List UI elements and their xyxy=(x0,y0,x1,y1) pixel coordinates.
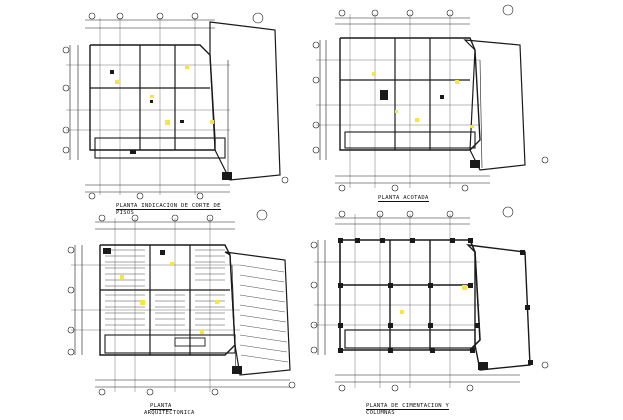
plan-title-top-left-line1: PLANTA INDICACION DE CORTE DE xyxy=(116,203,221,210)
plan-title-bottom-right-line1: PLANTA DE CIMENTACION Y xyxy=(366,403,450,410)
plan-title-top-left-line2: PISOS xyxy=(116,210,135,216)
plan-top-right-fill xyxy=(380,90,480,168)
plan-title-bottom-left-line2: ARQUITECTONICA xyxy=(144,410,195,416)
plan-bottom-right-columns xyxy=(338,238,533,370)
plan-top-right xyxy=(312,4,549,192)
plan-top-left-highlights xyxy=(115,65,214,125)
plan-bottom-left-hatch xyxy=(105,249,289,363)
plan-bottom-left-fill xyxy=(103,248,242,374)
plan-bottom-left xyxy=(67,209,296,396)
plan-top-left xyxy=(62,12,289,200)
plan-title-bottom-right-line2: COLUMNAS xyxy=(366,410,395,416)
plan-bottom-right xyxy=(310,206,549,392)
plan-title-top-right: PLANTA ACOTADA xyxy=(378,195,429,202)
plan-title-bottom-left-line1: PLANTA xyxy=(150,403,172,410)
plan-top-right-highlights xyxy=(372,72,474,128)
plan-top-left-fill xyxy=(110,70,232,180)
plan-bottom-right-highlights xyxy=(400,285,467,314)
plan-bottom-left-highlights xyxy=(120,262,219,334)
